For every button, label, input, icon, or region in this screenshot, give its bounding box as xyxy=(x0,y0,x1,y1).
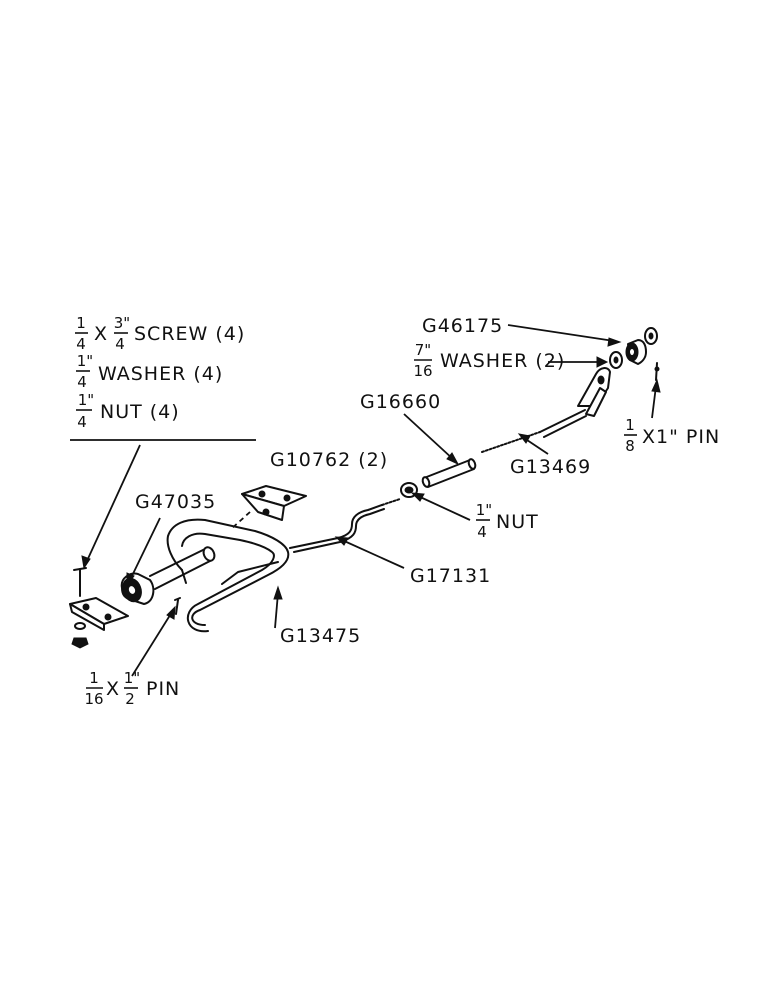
label-pin-1-16: 1 16 X 1" 2 PIN xyxy=(84,669,180,708)
washer-denominator: 4 xyxy=(77,373,87,391)
g10762-bracket-lower xyxy=(69,597,129,631)
pin-1-8-drawing xyxy=(654,362,660,381)
clevis-yoke xyxy=(577,367,611,417)
g13469-threaded-rod xyxy=(481,409,587,453)
leader-lines xyxy=(70,324,661,677)
label-washer-7-16: 7" 16 WASHER (2) xyxy=(413,341,565,380)
label-pin-1-8: 1 8 X1" PIN xyxy=(624,416,720,455)
washer-7-16-text: WASHER (2) xyxy=(440,350,565,372)
pin-1-16-length-numerator: 1" xyxy=(124,669,140,687)
washer-text: WASHER (4) xyxy=(98,363,223,385)
label-g46175: G46175 xyxy=(422,315,503,337)
g13475-handle xyxy=(166,518,290,633)
label-g13475: G13475 xyxy=(280,625,361,647)
screw-length-numerator: 3" xyxy=(114,314,130,332)
label-g10762: G10762 (2) xyxy=(270,449,388,471)
rod-nut-denominator: 4 xyxy=(477,523,487,541)
washer-numerator: 1" xyxy=(77,352,93,370)
pin-1-16-drawing xyxy=(174,597,181,615)
washer-7-16-right xyxy=(644,327,658,345)
screw-qty-denominator: 4 xyxy=(76,335,86,353)
screw-length-denominator: 4 xyxy=(115,335,125,353)
label-g47035: G47035 xyxy=(135,491,216,513)
pin-1-16-x: X xyxy=(106,678,120,700)
g10762-bracket-upper xyxy=(241,485,307,521)
washer-7-16-left xyxy=(609,351,623,369)
pin-1-16-numerator: 1 xyxy=(89,669,99,687)
nut-denominator: 4 xyxy=(77,413,87,431)
pin-1-8-text: X1" PIN xyxy=(642,426,720,448)
nut-numerator: 1" xyxy=(78,391,94,409)
screw-text: SCREW (4) xyxy=(134,323,245,345)
pin-1-16-length-denominator: 2 xyxy=(125,690,135,708)
g47035-hub xyxy=(120,546,216,605)
label-g16660: G16660 xyxy=(360,391,441,413)
rod-nut-numerator: 1" xyxy=(476,501,492,519)
label-nut-1-4: 1" 4 NUT (4) xyxy=(76,391,180,431)
pin-1-16-denominator: 16 xyxy=(84,690,103,708)
label-g13469: G13469 xyxy=(510,456,591,478)
washer-7-16-denominator: 16 xyxy=(413,362,432,380)
rod-nut-text: NUT xyxy=(496,511,539,533)
linkage-arm xyxy=(221,561,279,585)
label-nut-1-4-rod: 1" 4 NUT xyxy=(476,501,539,541)
pin-1-16-text: PIN xyxy=(146,678,180,700)
washer-7-16-numerator: 7" xyxy=(415,341,431,359)
nut-text: NUT (4) xyxy=(100,401,180,423)
screw-washer-nut-stack xyxy=(71,567,89,649)
screw-qty-numerator: 1 xyxy=(76,314,86,332)
label-screw: 1 4 X 3" 4 SCREW (4) xyxy=(75,314,245,353)
g16660-tube xyxy=(421,458,477,488)
pin-1-8-numerator: 1 xyxy=(625,416,635,434)
g46175-collar xyxy=(625,339,647,365)
pin-1-8-denominator: 8 xyxy=(625,437,635,455)
label-g17131: G17131 xyxy=(410,565,491,587)
dashed-alignment-line xyxy=(229,511,251,531)
label-washer-1-4: 1" 4 WASHER (4) xyxy=(76,352,223,391)
screw-x: X xyxy=(94,323,108,345)
